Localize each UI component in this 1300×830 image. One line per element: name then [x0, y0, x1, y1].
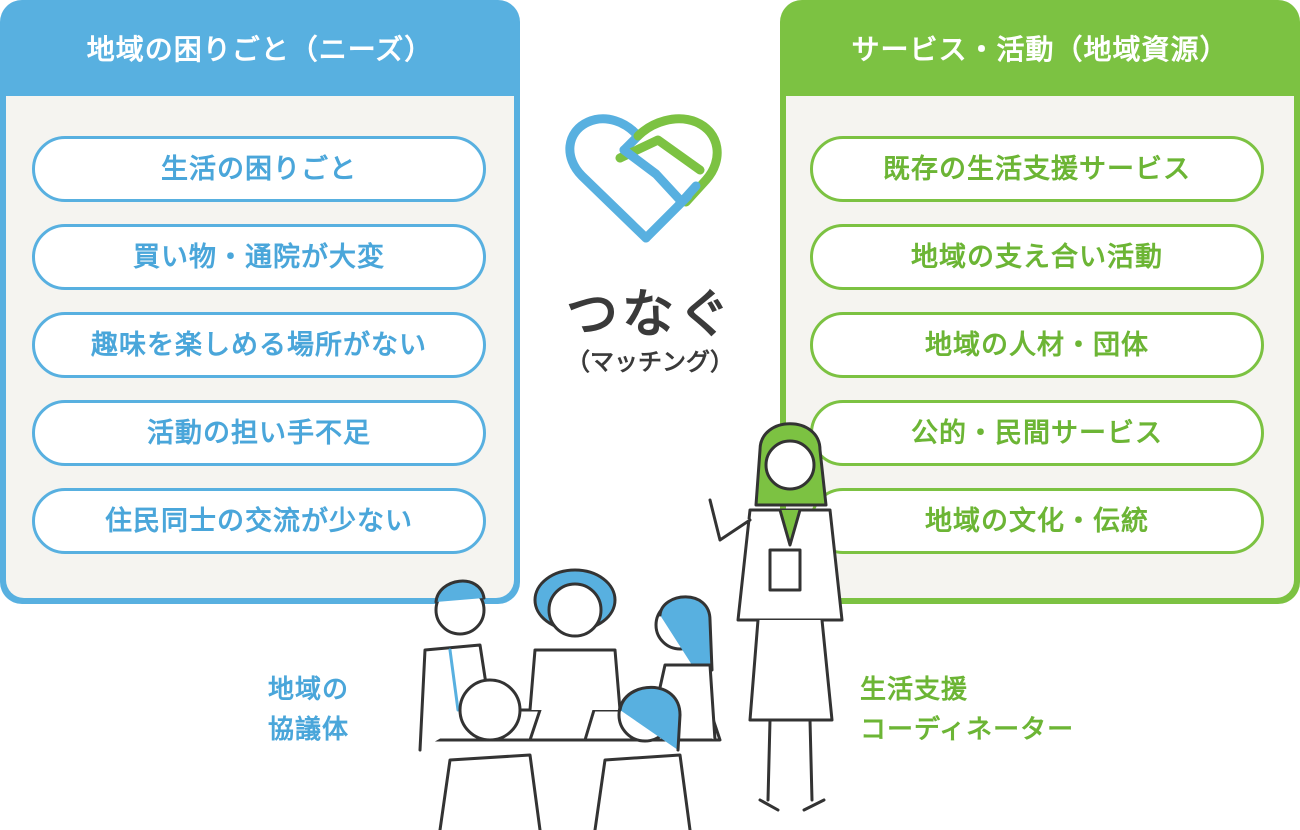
coordinator-caption-line2: コーディネーター [860, 715, 1075, 745]
council-meeting-illustration [418, 422, 844, 830]
resources-panel-body: 既存の生活支援サービス 地域の支え合い活動 地域の人材・団体 公的・民間サービス… [786, 96, 1294, 598]
council-caption-line2: 協議体 [268, 715, 350, 745]
needs-item: 生活の困りごと [32, 136, 486, 202]
resources-item: 既存の生活支援サービス [810, 136, 1264, 202]
needs-item: 活動の担い手不足 [32, 400, 486, 466]
matching-title: つなぐ [565, 285, 734, 345]
needs-panel: 地域の困りごと（ニーズ） 生活の困りごと 買い物・通院が大変 趣味を楽しめる場所… [0, 0, 520, 604]
matching-subtitle: （マッチング） [566, 348, 734, 376]
resources-item: 地域の支え合い活動 [810, 224, 1264, 290]
resources-item: 地域の文化・伝統 [810, 488, 1264, 554]
council-caption: 地域の 協議体 [268, 670, 349, 750]
needs-item: 住民同士の交流が少ない [32, 488, 486, 554]
needs-item: 買い物・通院が大変 [32, 224, 486, 290]
resources-panel: サービス・活動（地域資源） 既存の生活支援サービス 地域の支え合い活動 地域の人… [780, 0, 1300, 604]
council-caption-line1: 地域の [268, 675, 350, 705]
handshake-heart-icon [565, 114, 722, 243]
resources-item: 地域の人材・団体 [810, 312, 1264, 378]
resources-panel-title: サービス・活動（地域資源） [851, 33, 1229, 66]
coordinator-caption-line1: 生活支援 [860, 675, 969, 705]
coordinator-caption: 生活支援 コーディネーター [860, 670, 1074, 750]
needs-item: 趣味を楽しめる場所がない [32, 312, 486, 378]
resources-item: 公的・民間サービス [810, 400, 1264, 466]
needs-panel-title: 地域の困りごと（ニーズ） [86, 33, 434, 66]
needs-panel-body: 生活の困りごと 買い物・通院が大変 趣味を楽しめる場所がない 活動の担い手不足 … [6, 96, 514, 598]
